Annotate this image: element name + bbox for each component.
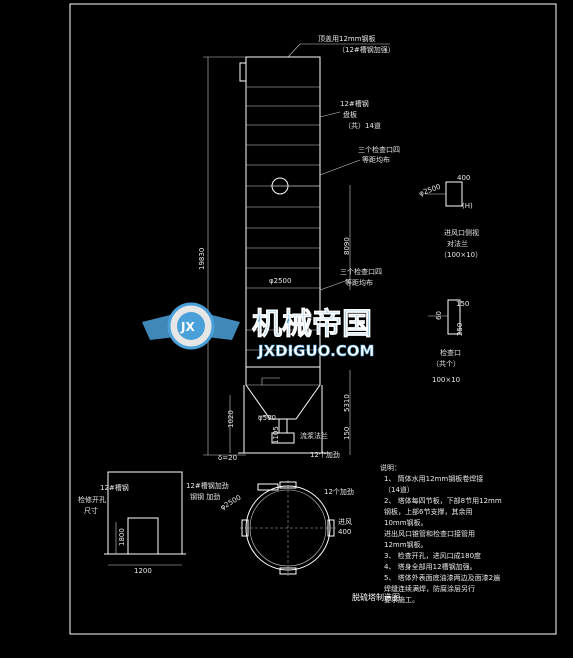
drawing-frame <box>69 3 557 635</box>
port-dim-2: 60 <box>435 311 443 320</box>
watermark-en: JXDIGUO.COM <box>257 342 374 360</box>
port-detail: 150 60 250 检查口 （共个） 100×10 <box>428 299 469 384</box>
foot-label: 流浆法兰 <box>300 431 328 440</box>
port-dim-1: 150 <box>456 300 469 308</box>
watermark-emblem: JX <box>142 302 240 350</box>
notes-line: 10mm钢板。 <box>384 518 428 527</box>
drawing-title: 脱硫塔制造图 <box>352 592 400 602</box>
inlet-detail: 400 φ2500 (H) 进风口侧视 对法兰 （100×10） <box>418 174 482 259</box>
callout-port-lower-2: 等距均布 <box>345 278 373 287</box>
dim-small: 150 <box>343 427 351 440</box>
dim-section-height: 8090 <box>343 237 351 255</box>
notes-line: 要求施工。 <box>384 595 419 604</box>
notes-line: 3、 检查开孔，进风口成180度 <box>384 551 481 560</box>
callout-port-upper-1: 三个检查口四 <box>358 145 400 154</box>
notes-line: 12mm钢板。 <box>384 540 428 549</box>
port-dim-3: 250 <box>456 323 464 336</box>
notes-heading: 说明： <box>380 463 401 472</box>
notes-line: 焊缝连续满焊，防腐涂层另行 <box>384 584 475 593</box>
dim-bottom-note: 12个加劲 <box>310 450 340 459</box>
dim-leg-offset: 1105 <box>272 426 280 444</box>
base-label-3: 尺寸 <box>84 506 98 515</box>
dim-cone-height: 5310 <box>343 394 351 412</box>
base-width: 1200 <box>134 567 152 575</box>
plan-dia: φ2500 <box>219 494 242 512</box>
tower-cone <box>245 367 321 420</box>
plan-dim: 400 <box>338 528 351 536</box>
tower-shell <box>245 56 321 368</box>
inlet-label-2: 对法兰 <box>447 239 468 248</box>
base-height: 1800 <box>118 528 126 546</box>
dim-plate-thickness: δ=20 <box>218 454 237 462</box>
plan-label: 12个加劲 <box>324 487 354 496</box>
callout-top-1: 顶盖用12mm钢板 <box>318 34 376 43</box>
notes-block: 说明： 1、 筒体水用12mm钢板卷焊接 （14道） 2、 塔体每四节板，下部8节用… <box>380 463 502 604</box>
dim-total-height: 19830 <box>198 248 206 270</box>
dim-base-height: 1020 <box>227 410 235 428</box>
tower-dimensions: 19830 1020 8090 5310 φ2500 φ500 1105 150… <box>198 56 351 462</box>
callout-rib-3: （共）14道 <box>344 121 381 130</box>
base-detail: 12#槽钢 检修开孔 尺寸 12#槽钢加劲 钢钢 加劲 1800 1200 <box>78 471 229 575</box>
tower-elevation <box>238 56 330 454</box>
notes-line: 4、 塔身全部用12槽钢加强。 <box>384 562 477 571</box>
callout-port-upper-2: 等距均布 <box>362 155 390 164</box>
inlet-diameter: φ2500 <box>418 183 442 198</box>
base-label-4: 12#槽钢加劲 <box>186 481 229 490</box>
port-label-2: （共个） <box>432 359 460 368</box>
inlet-label-1: 进风口侧视 <box>444 228 479 237</box>
port-size: 100×10 <box>432 376 460 384</box>
callout-top-2: （12#槽钢加强） <box>338 45 395 54</box>
callout-rib-1: 12#槽钢 <box>340 99 369 108</box>
plan-inlet: 进风 <box>338 518 352 526</box>
inlet-dim-1: 400 <box>457 174 470 182</box>
notes-line: （14道） <box>384 485 414 494</box>
dim-diameter: φ2500 <box>269 277 291 285</box>
inlet-size: （100×10） <box>440 251 482 259</box>
tower-callouts: 顶盖用12mm钢板 （12#槽钢加强） 12#槽钢 盘板 （共）14道 三个检查… <box>287 34 400 291</box>
callout-rib-2: 盘板 <box>343 110 357 119</box>
notes-line: 2、 塔体每四节板，下部8节用12mm <box>384 496 502 505</box>
base-label-5: 钢钢 加劲 <box>190 492 220 501</box>
watermark-cn: 机械帝国 <box>252 307 372 342</box>
notes-line: 钢板，上部6节支撑，其余用 <box>384 507 472 516</box>
watermark: JX 机械帝国 JXDIGUO.COM <box>142 302 375 360</box>
notes-line: 5、 塔体外表面底油漆两边及面漆2遍 <box>384 573 500 582</box>
base-label-1: 12#槽钢 <box>100 483 129 492</box>
base-label-2: 检修开孔 <box>78 495 106 504</box>
notes-line: 1、 筒体水用12mm钢板卷焊接 <box>384 474 483 483</box>
dim-cone-outlet: φ500 <box>258 414 276 422</box>
tower-ribs <box>246 86 320 351</box>
watermark-emblem-text: JX <box>180 320 195 334</box>
inlet-side: (H) <box>462 202 473 210</box>
notes-line: 进出风口锥管和检查口接管用 <box>384 529 475 538</box>
port-label: 检查口 <box>440 348 461 357</box>
callout-port-lower-1: 三个检查口四 <box>340 267 382 276</box>
plan-view: 12个加劲 φ2500 进风 400 <box>219 480 354 576</box>
